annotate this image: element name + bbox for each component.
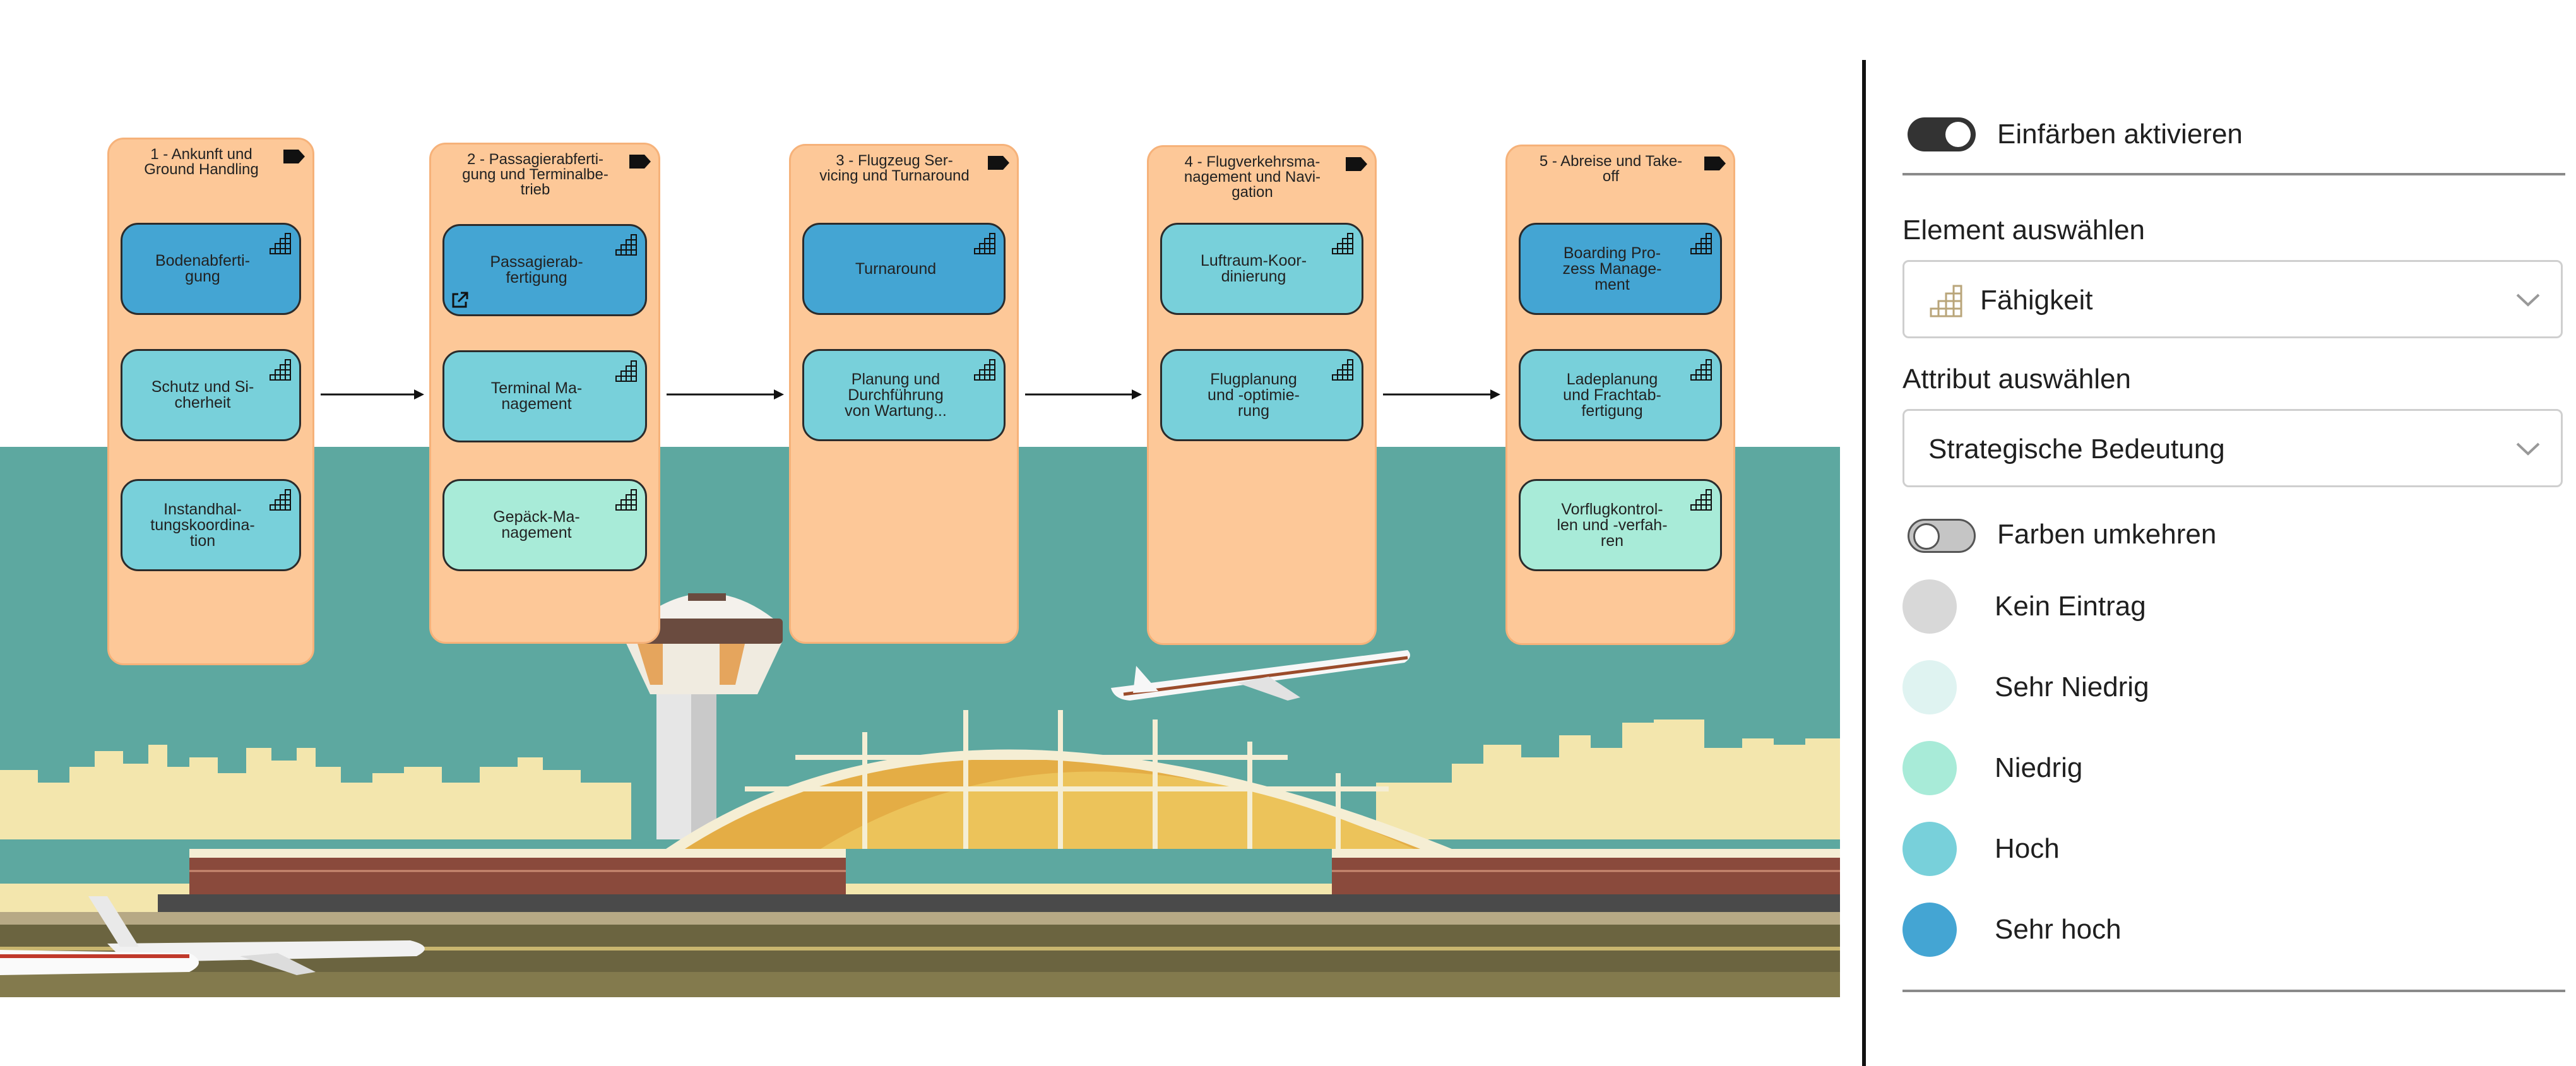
capability-icon xyxy=(1332,359,1353,381)
element-section-label: Element auswählen xyxy=(1902,215,2146,246)
panel-divider xyxy=(1862,60,1866,1066)
capability-icon xyxy=(1332,233,1353,254)
capability-box[interactable]: Luftraum-Koor- dinierung xyxy=(1160,223,1363,315)
separator-top xyxy=(1902,173,2565,175)
capability-icon xyxy=(615,360,637,382)
capability-icon xyxy=(1930,285,1962,317)
capability-label: Passagierab- fertigung xyxy=(490,253,583,287)
capability-box[interactable]: Schutz und Si- cherheit xyxy=(121,349,301,441)
stage-title: 4 - Flugverkehrsma- nagement und Navi- g… xyxy=(1184,153,1321,201)
stage-title: 5 - Abreise und Take- off xyxy=(1539,153,1683,185)
capability-icon xyxy=(1690,233,1712,254)
legend-label: Sehr Niedrig xyxy=(1995,672,2149,702)
capability-icon xyxy=(974,359,995,381)
capability-label: Flugplanung und -optimie- rung xyxy=(1208,370,1300,420)
capability-icon xyxy=(974,233,995,254)
capability-box[interactable]: Planung und Durchführung von Wartung... xyxy=(802,349,1006,441)
value-stream-stage[interactable]: 4 - Flugverkehrsma- nagement und Navi- g… xyxy=(1147,145,1377,645)
attribute-section-label: Attribut auswählen xyxy=(1902,364,2131,394)
capability-label: Planung und Durchführung von Wartung... xyxy=(845,370,947,420)
value-stream-stage-icon xyxy=(283,150,305,163)
value-stream-stage-icon xyxy=(988,156,1009,170)
capability-icon xyxy=(615,234,637,256)
element-select[interactable]: Fähigkeit xyxy=(1902,260,2563,338)
toggle-knob xyxy=(1945,122,1971,147)
external-link-icon[interactable] xyxy=(449,290,470,311)
legend-swatch-kein-eintrag xyxy=(1902,579,1957,634)
invert-colors-toggle[interactable] xyxy=(1908,519,1976,553)
colorize-toggle[interactable] xyxy=(1908,117,1976,151)
chevron-down-icon xyxy=(2516,442,2540,456)
capability-icon xyxy=(270,489,291,511)
colorize-toggle-label: Einfärben aktivieren xyxy=(1997,119,2243,150)
toggle-knob xyxy=(1913,523,1940,550)
capability-label: Luftraum-Koor- dinierung xyxy=(1200,252,1307,285)
colorization-panel: Einfärben aktivieren Element auswählen F… xyxy=(1902,0,2565,1066)
legend-swatch-sehr-hoch xyxy=(1902,903,1957,957)
capability-label: Vorflugkontrol- len und -verfah- ren xyxy=(1557,500,1668,550)
capability-box[interactable]: Instandhal- tungskoordina- tion xyxy=(121,479,301,571)
capability-box[interactable]: Passagierab- fertigung xyxy=(442,224,647,316)
chevron-down-icon xyxy=(2516,293,2540,307)
flow-arrow xyxy=(321,389,424,400)
flow-arrow xyxy=(1383,389,1500,400)
value-stream-stage-icon xyxy=(1346,157,1367,171)
capability-label: Bodenabferti- gung xyxy=(155,252,251,285)
capability-icon xyxy=(270,233,291,254)
invert-colors-label: Farben umkehren xyxy=(1997,519,2217,550)
legend-swatch-sehr-niedrig xyxy=(1902,660,1957,714)
capability-icon xyxy=(270,359,291,381)
capability-box[interactable]: Bodenabferti- gung xyxy=(121,223,301,315)
capability-box[interactable]: Gepäck-Ma- nagement xyxy=(442,479,647,571)
capability-label: Instandhal- tungskoordina- tion xyxy=(150,500,255,550)
stage-title: 1 - Ankunft und Ground Handling xyxy=(144,146,259,178)
value-stream-stage-icon xyxy=(629,155,651,169)
capability-icon xyxy=(1690,359,1712,381)
capability-box[interactable]: Ladeplanung und Frachtab- fertigung xyxy=(1519,349,1722,441)
stage-title: 2 - Passagierabferti- gung und Terminalb… xyxy=(462,151,608,198)
separator-bottom xyxy=(1902,990,2565,992)
stage-title: 3 - Flugzeug Ser- vicing und Turnaround xyxy=(819,152,970,184)
element-select-value: Fähigkeit xyxy=(1980,285,2093,316)
attribute-select-value: Strategische Bedeutung xyxy=(1928,434,2225,465)
capability-label: Gepäck-Ma- nagement xyxy=(493,508,580,542)
legend-label: Sehr hoch xyxy=(1995,914,2122,945)
capability-box[interactable]: Boarding Pro- zess Manage- ment xyxy=(1519,223,1722,315)
flow-arrow xyxy=(667,389,784,400)
value-stream-stage[interactable]: 2 - Passagierabferti- gung und Terminalb… xyxy=(429,143,660,644)
capability-label: Ladeplanung und Frachtab- fertigung xyxy=(1563,370,1661,420)
legend-swatch-niedrig xyxy=(1902,741,1957,795)
capability-label: Terminal Ma- nagement xyxy=(490,379,583,413)
legend-label: Hoch xyxy=(1995,833,2060,864)
capability-label: Turnaround xyxy=(855,259,937,278)
capability-icon xyxy=(615,489,637,511)
attribute-select[interactable]: Strategische Bedeutung xyxy=(1902,409,2563,487)
capability-box[interactable]: Flugplanung und -optimie- rung xyxy=(1160,349,1363,441)
capability-box[interactable]: Terminal Ma- nagement xyxy=(442,350,647,442)
capability-label: Boarding Pro- zess Manage- ment xyxy=(1562,244,1662,293)
flow-arrow xyxy=(1025,389,1142,400)
legend-label: Niedrig xyxy=(1995,752,2083,783)
capability-box[interactable]: Vorflugkontrol- len und -verfah- ren xyxy=(1519,479,1722,571)
value-stream-stage-icon xyxy=(1704,157,1726,170)
capability-icon xyxy=(1690,489,1712,511)
capability-label: Schutz und Si- cherheit xyxy=(151,378,254,412)
legend-label: Kein Eintrag xyxy=(1995,591,2146,622)
capability-box[interactable]: Turnaround xyxy=(802,223,1006,315)
legend-swatch-hoch xyxy=(1902,822,1957,876)
